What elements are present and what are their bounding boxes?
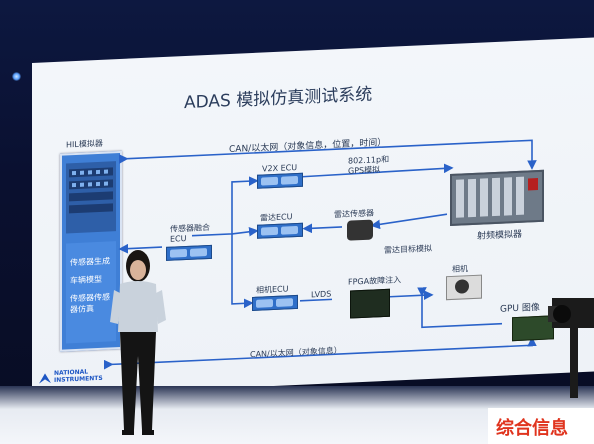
fpga-board [350, 288, 390, 319]
radar-target-label: 雷达目标模拟 [384, 243, 432, 256]
radar-ecu-label: 雷达ECU [260, 212, 293, 223]
fusion-ecu-label: 传感器融合 ECU [170, 222, 210, 244]
camera-ecu-label: 相机ECU [256, 284, 289, 295]
ni-logo: NATIONAL INSTRUMENTS [38, 368, 103, 390]
connection-arrows [104, 139, 537, 370]
v2x-ecu-box [257, 172, 303, 189]
rf-simulator-label: 射频模拟器 [477, 229, 523, 242]
rack-modules-icon [69, 167, 113, 214]
foreground-camera [548, 298, 594, 398]
radar-sensor-device [347, 219, 373, 241]
rf-simulator-device [450, 169, 544, 227]
gpu-label: GPU 图像 [500, 302, 540, 315]
lvds-label: LVDS [311, 289, 332, 300]
watermark-box: 综合信息 [488, 408, 594, 444]
rack-module-panel [66, 161, 116, 234]
watermark-text: 综合信息 [496, 418, 568, 439]
projection-slide: ADAS 模拟仿真测试系统 HIL模拟器 [32, 37, 594, 397]
v2x-ecu-label: V2X ECU [262, 162, 298, 174]
camera-device [446, 274, 482, 301]
radar-ecu-box [257, 222, 303, 239]
camera-lens-icon [455, 279, 469, 294]
eagle-icon [39, 373, 51, 384]
rf-chassis-icon [456, 176, 538, 218]
hil-rack: 传感器生成 车辆模型 传感器传感器仿真 [60, 150, 122, 352]
camera-label: 相机 [452, 264, 468, 274]
camera-ecu-box [252, 294, 298, 312]
stage-light [12, 72, 21, 81]
wifi-gps-label: 802.11p和 GPS模拟 [348, 154, 390, 176]
radar-sensor-label: 雷达传感器 [334, 208, 374, 220]
presenter-figure [110, 250, 166, 435]
